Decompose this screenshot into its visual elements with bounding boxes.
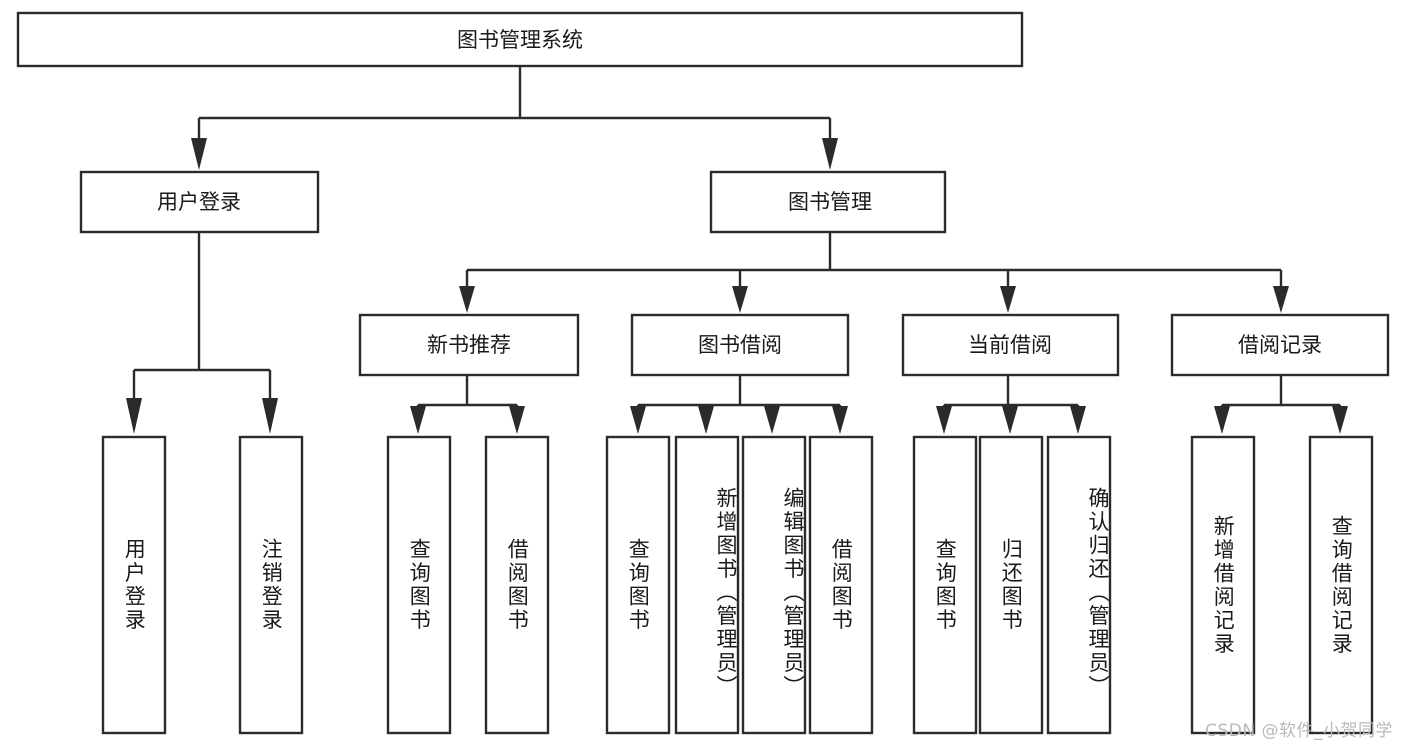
arrow-head-leaf-query-book-3	[936, 406, 952, 434]
arrow-head-leaf-confirm-return	[1070, 406, 1086, 434]
node-current-borrow-label: 当前借阅	[968, 333, 1052, 357]
arrow-head-book-borrow	[732, 286, 748, 313]
arrow-head-borrow-record	[1273, 286, 1289, 313]
leaf-box-add-book[interactable]	[674, 435, 740, 735]
node-new-book-recommend-label: 新书推荐	[427, 333, 511, 357]
connector-group	[126, 66, 1348, 434]
node-book-manage-box[interactable]	[709, 170, 947, 234]
node-user-login-label: 用户登录	[157, 190, 241, 214]
node-new-book-recommend-box[interactable]	[358, 313, 580, 377]
node-root-system[interactable]: 图书管理系统	[16, 11, 1024, 68]
node-current-borrow-box[interactable]	[901, 313, 1120, 377]
arrow-head-leaf-query-record	[1332, 406, 1348, 434]
arrow-head-leaf-user-login	[126, 398, 142, 434]
node-book-borrow-label: 图书借阅	[698, 333, 782, 357]
node-current-borrow[interactable]: 当前借阅	[901, 313, 1120, 377]
leaf-box-borrow-book-2[interactable]	[808, 435, 874, 735]
arrow-head-leaf-add-book	[698, 406, 714, 434]
leaf-box-logout[interactable]	[238, 435, 304, 735]
node-new-book-recommend[interactable]: 新书推荐	[358, 313, 580, 377]
leaf-box-query-book-3[interactable]	[912, 435, 978, 735]
node-book-borrow-box[interactable]	[630, 313, 850, 377]
node-book-borrow[interactable]: 图书借阅	[630, 313, 850, 377]
leaf-box-query-book-1[interactable]	[386, 435, 452, 735]
arrow-head-new-book	[459, 286, 475, 313]
node-borrow-record[interactable]: 借阅记录	[1170, 313, 1390, 377]
arrow-head-leaf-return-book	[1002, 406, 1018, 434]
leaf-box-query-book-2[interactable]	[605, 435, 671, 735]
node-borrow-record-box[interactable]	[1170, 313, 1390, 377]
leaf-box-borrow-book-1[interactable]	[484, 435, 550, 735]
arrow-head-leaf-add-record	[1214, 406, 1230, 434]
node-user-login[interactable]: 用户登录	[79, 170, 320, 234]
node-book-manage[interactable]: 图书管理	[709, 170, 947, 234]
node-user-login-box[interactable]	[79, 170, 320, 234]
leaf-box-add-record[interactable]	[1190, 435, 1256, 735]
node-book-manage-label: 图书管理	[788, 190, 872, 214]
arrow-head-current-borrow	[1000, 286, 1016, 313]
node-root-system-box[interactable]	[16, 11, 1024, 68]
leaf-box-edit-book[interactable]	[741, 435, 807, 735]
arrow-head-book-manage	[822, 138, 838, 170]
leaf-box-user-login[interactable]	[101, 435, 167, 735]
arrow-head-leaf-borrow-book-1	[509, 406, 525, 434]
csdn-watermark: CSDN @软件_小贺同学	[1205, 721, 1393, 741]
node-borrow-record-label: 借阅记录	[1238, 333, 1322, 357]
leaf-box-return-book[interactable]	[978, 435, 1044, 735]
leaf-box-confirm-return[interactable]	[1046, 435, 1112, 735]
arrow-head-leaf-query-book-2	[630, 406, 646, 434]
arrow-head-user-login	[191, 138, 207, 170]
arrow-head-leaf-edit-book	[764, 406, 780, 434]
leaf-box-query-record[interactable]	[1308, 435, 1374, 735]
arrow-head-leaf-borrow-book-2	[832, 406, 848, 434]
arrow-head-leaf-logout	[262, 398, 278, 434]
node-root-system-label: 图书管理系统	[457, 28, 583, 52]
arrow-head-leaf-query-book-1	[410, 406, 426, 434]
